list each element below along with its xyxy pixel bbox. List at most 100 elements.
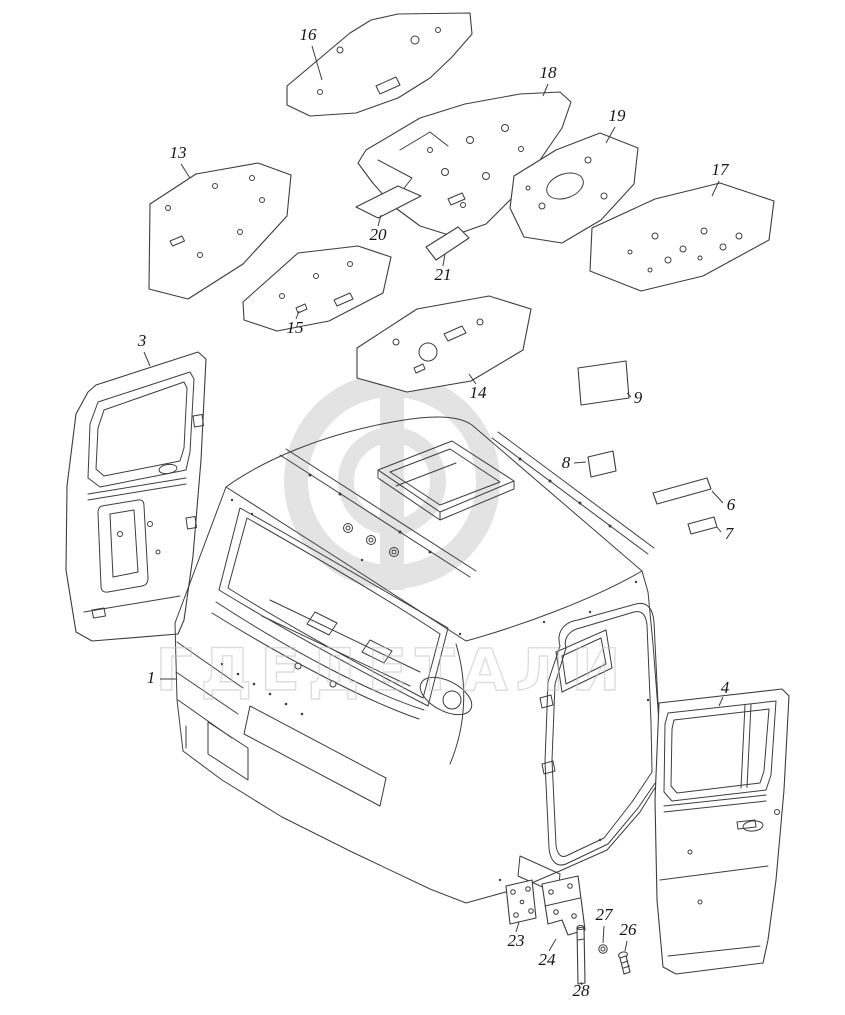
callout-leader-16: [311, 45, 323, 81]
door-aperture-inner: [551, 611, 653, 857]
part-23-holes: [510, 886, 534, 918]
part-14-mat: [356, 295, 532, 393]
callout-label-4: 4: [721, 678, 730, 697]
left-door-holes: [117, 521, 161, 555]
part-1-cab-shell: [174, 416, 662, 904]
part-3-left-door: [65, 351, 207, 642]
engine-tunnel-hatch: [442, 690, 462, 710]
part-19-holes: [525, 156, 608, 210]
right-door-handle-plate: [736, 819, 757, 830]
cab-roof-front-edge: [225, 486, 467, 642]
part-24-holes: [548, 883, 577, 919]
part-26-bolt: [618, 951, 631, 975]
left-door-window-frame-outer: [87, 371, 195, 488]
part-28-collar: [577, 938, 585, 941]
callout-leader-3: [143, 351, 151, 367]
right-door-window-frame-outer: [663, 700, 777, 802]
part-13-holes: [165, 175, 265, 258]
callout-leader-27: [602, 925, 605, 944]
callout-leader-9: [626, 392, 632, 398]
part-24-bend-line: [544, 897, 581, 907]
callout-leader-19: [605, 126, 616, 144]
right-door-handle-recess: [742, 820, 764, 832]
callout-label-27: 27: [596, 905, 615, 924]
left-door-belt-line: [87, 477, 187, 501]
interior-seat-mounts: [306, 611, 393, 664]
cowl-lines: [211, 601, 425, 720]
part-28-head: [576, 925, 585, 930]
callout-label-8: 8: [562, 453, 571, 472]
part-19-large-hole: [546, 172, 584, 200]
callout-leader-14: [468, 373, 477, 385]
part-27-inner: [600, 946, 606, 952]
callout-label-17: 17: [712, 160, 731, 179]
windshield-aperture-outer: [218, 507, 449, 707]
callout-label-28: 28: [573, 981, 591, 1000]
part-16-holes: [317, 27, 441, 95]
part-9-pad: [577, 360, 630, 406]
front-panel-recess: [243, 705, 387, 807]
right-door-outline: [654, 688, 790, 975]
part-17-outline: [589, 182, 775, 292]
right-door-crease: [659, 865, 769, 957]
door-aperture-outer: [544, 602, 661, 866]
callout-label-20: 20: [370, 225, 388, 244]
part-16-outline: [286, 12, 473, 117]
callout-label-9: 9: [634, 388, 643, 407]
part-26-threads: [621, 960, 630, 969]
roof-rib-right: [491, 431, 655, 555]
part-18-holes: [427, 124, 524, 208]
callout-label-24: 24: [539, 950, 557, 969]
part-15-outline: [242, 245, 392, 332]
part-19-mat: [509, 132, 639, 244]
roof-hatch-inner: [389, 448, 501, 506]
left-door-inner-panel: [97, 499, 149, 593]
right-door-holes: [687, 809, 780, 905]
part-17-mat: [589, 182, 775, 292]
part-23-plate: [505, 879, 537, 925]
callout-label-19: 19: [609, 106, 627, 125]
part-28-hinge-pin: [576, 925, 586, 985]
hinge-hardware-layer: [505, 875, 631, 985]
callout-leader-28: [580, 981, 583, 986]
small-pads-layer: [577, 360, 718, 535]
callout-leader-23: [515, 921, 520, 933]
part-4-right-door: [654, 688, 790, 975]
part-14-holes: [392, 318, 484, 374]
callout-leader-18: [542, 83, 549, 97]
callout-leader-26: [624, 940, 628, 952]
part-14-outline: [356, 295, 532, 393]
callout-leader-4: [718, 696, 724, 707]
part-13-mat: [148, 162, 292, 300]
part-17-holes: [627, 227, 743, 273]
part-23-outline: [505, 879, 537, 925]
part-19-outline: [509, 132, 639, 244]
callout-label-1: 1: [147, 668, 156, 687]
callout-label-23: 23: [508, 931, 525, 950]
watermark-text: ГДЕДЕТАЛИ: [156, 636, 629, 704]
right-a-pillar: [449, 643, 465, 765]
windshield-aperture-inner: [227, 517, 441, 699]
hinge-mount-plates: [539, 694, 556, 775]
rear-window-aperture: [555, 629, 613, 693]
roof-rib-left: [279, 448, 477, 578]
part-15-holes: [279, 261, 354, 314]
right-door-window-divider: [740, 704, 752, 789]
front-step-box: [185, 721, 249, 781]
part-24-hinge-bracket: [541, 875, 586, 936]
callout-label-13: 13: [170, 143, 187, 162]
engine-tunnel-hump: [419, 676, 473, 716]
part-27-washer: [598, 944, 608, 954]
left-door-outline: [65, 351, 207, 642]
interior-floor-sills: [261, 599, 421, 687]
callout-leader-7: [716, 526, 722, 533]
callout-label-15: 15: [287, 318, 304, 337]
callout-label-26: 26: [620, 920, 638, 939]
callout-leader-13: [180, 163, 191, 179]
right-door-window-frame-inner: [670, 708, 770, 794]
watermark-logo: [284, 373, 500, 590]
callout-label-21: 21: [435, 265, 452, 284]
part-7-strip: [687, 516, 718, 535]
